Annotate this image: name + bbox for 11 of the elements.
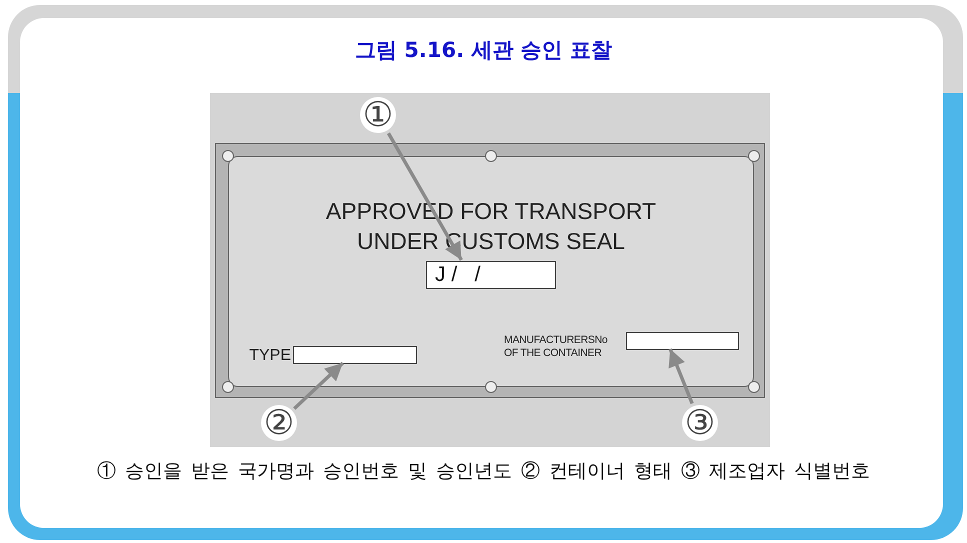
title: 그림 5.16. 세관 승인 표찰 <box>354 37 614 64</box>
input-field <box>293 346 417 364</box>
input-field <box>626 332 739 350</box>
leader-arrow <box>386 132 463 261</box>
field-label: TYPE <box>248 346 291 366</box>
leader-arrow <box>668 348 694 404</box>
leader-arrow <box>293 362 344 410</box>
caption: ① 승인을 받은 국가명과 승인번호 및 승인년도 ② 컨테이너 형태 ③ 제조업자 식별번호 <box>96 459 872 484</box>
input-field: J / / <box>426 261 556 289</box>
field-label: MANUFACTURERSNo OF THE CONTAINER <box>504 334 608 360</box>
name-plate <box>215 143 765 398</box>
